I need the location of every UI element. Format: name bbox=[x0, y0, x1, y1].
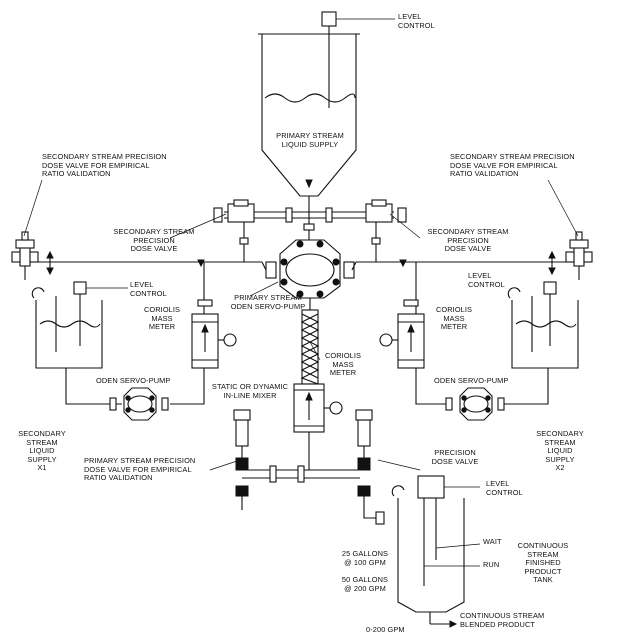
blended-product-label: CONTINUOUS STREAM BLENDED PRODUCT bbox=[460, 611, 545, 629]
primary-supply-hopper bbox=[258, 11, 395, 240]
bottom-distribution bbox=[233, 409, 385, 525]
primary-dose-label: PRIMARY STREAM PRECISION DOSE VALVE FOR … bbox=[84, 456, 196, 483]
secondary-dose-left-label: SECONDARY STREAM PRECISION DOSE VALVE FO… bbox=[42, 152, 167, 179]
oden-left-label: ODEN SERVO-PUMP bbox=[96, 376, 171, 385]
secondary-precision-left-label: SECONDARY STREAM PRECISION DOSE VALVE bbox=[113, 227, 195, 254]
secondary-precision-right-label: SECONDARY STREAM PRECISION DOSE VALVE bbox=[427, 227, 509, 254]
level-control-right-label: LEVEL CONTROL bbox=[468, 271, 505, 289]
top-valve-manifold bbox=[213, 199, 407, 245]
capacity-50-label: 50 GALLONS @ 200 GPM bbox=[341, 575, 389, 593]
precision-dose-label: PRECISION DOSE VALVE bbox=[431, 448, 479, 466]
secondary-dose-right-label: SECONDARY STREAM PRECISION DOSE VALVE FO… bbox=[450, 152, 575, 179]
static-mixer bbox=[300, 309, 320, 385]
oden-right-label: ODEN SERVO-PUMP bbox=[434, 376, 509, 385]
leader-lines bbox=[23, 179, 579, 471]
coriolis-left-label: CORIOLIS MASS METER bbox=[143, 305, 181, 332]
supply-x1-label: SECONDARY STREAM LIQUID SUPPLY X1 bbox=[18, 429, 66, 473]
coriolis-right-label: CORIOLIS MASS METER bbox=[435, 305, 473, 332]
coriolis-meter-center bbox=[293, 383, 343, 470]
level-control-left-label: LEVEL CONTROL bbox=[130, 280, 167, 298]
primary-oden-pump bbox=[265, 239, 355, 310]
primary-oden-label: PRIMARY STREAM ODEN SERVO-PUMP bbox=[230, 293, 306, 311]
primary-supply-label: PRIMARY STREAM LIQUID SUPPLY bbox=[276, 131, 344, 149]
left-secondary-system bbox=[11, 231, 267, 421]
wait-label: WAIT bbox=[483, 537, 502, 546]
finished-product-tank bbox=[391, 475, 481, 628]
static-mixer-label: STATIC OR DYNAMIC IN-LINE MIXER bbox=[211, 382, 289, 400]
flow-range-label: 0-200 GPM bbox=[366, 625, 405, 634]
supply-x2-label: SECONDARY STREAM LIQUID SUPPLY X2 bbox=[536, 429, 584, 473]
level-control-tank-label: LEVEL CONTROL bbox=[486, 479, 523, 497]
level-control-top-label: LEVEL CONTROL bbox=[398, 12, 435, 30]
capacity-25-label: 25 GALLONS @ 100 GPM bbox=[341, 549, 389, 567]
right-secondary-system bbox=[351, 231, 593, 421]
run-label: RUN bbox=[483, 560, 500, 569]
coriolis-center-label: CORIOLIS MASS METER bbox=[324, 351, 362, 378]
finished-tank-label: CONTINUOUS STREAM FINISHED PRODUCT TANK bbox=[517, 541, 569, 585]
